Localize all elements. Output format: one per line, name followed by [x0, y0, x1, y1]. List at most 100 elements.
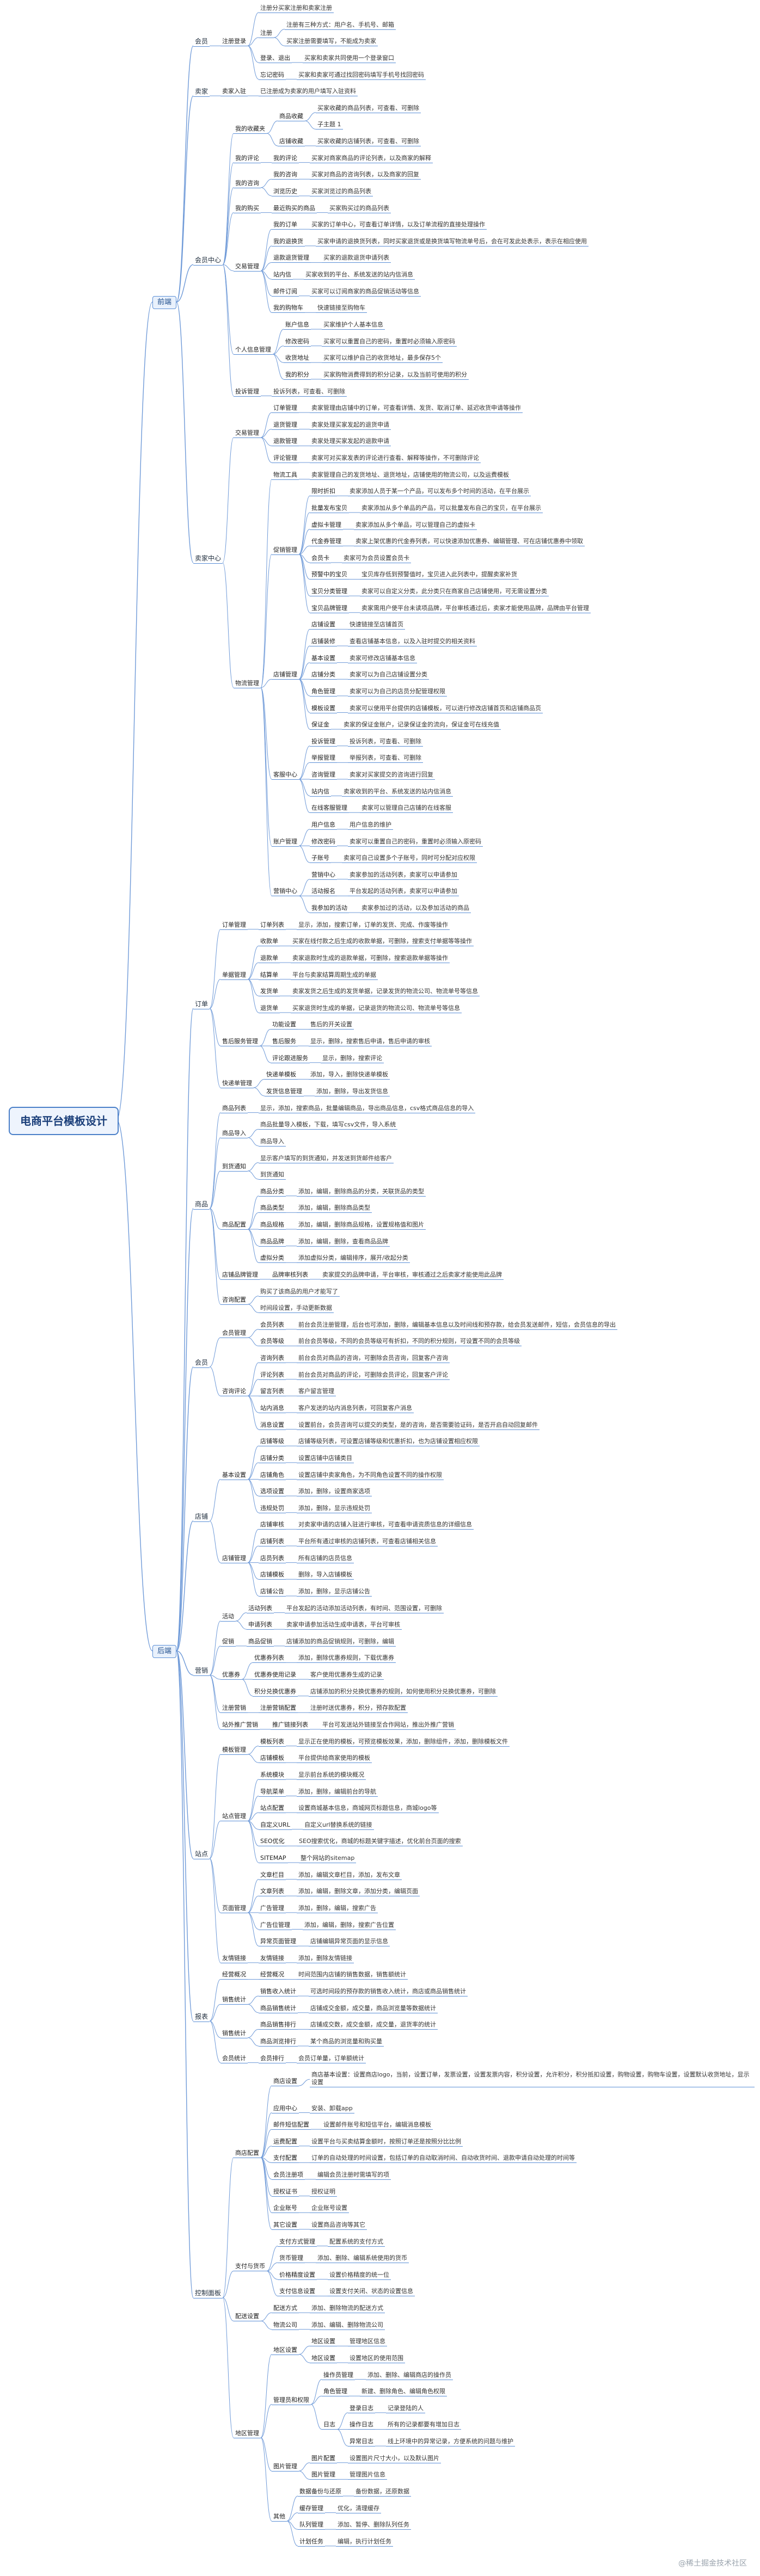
subtopic[interactable]: 物流工具	[272, 471, 299, 480]
leaf-topic[interactable]: 企业账号设置	[310, 2204, 349, 2214]
subtopic[interactable]: 会员	[193, 38, 210, 47]
subtopic[interactable]: 异常日志	[348, 2438, 375, 2447]
subtopic[interactable]: 企业账号	[272, 2204, 299, 2214]
subtopic[interactable]: 店铺设置	[310, 621, 337, 630]
subtopic[interactable]: 发货单	[259, 988, 280, 997]
subtopic[interactable]: 配送方式	[272, 2304, 299, 2314]
subtopic[interactable]: 商品销售统计	[259, 2004, 298, 2013]
subtopic[interactable]: 商品销售排行	[259, 2021, 298, 2030]
leaf-topic[interactable]: 整个网站的sitemap	[299, 1854, 357, 1864]
subtopic[interactable]: 消息设置	[259, 1421, 286, 1430]
subtopic[interactable]: 营销中心	[272, 888, 299, 897]
leaf-topic[interactable]: 店铺成交金额，成交量，商品浏览量等数据统计	[309, 2004, 438, 2013]
leaf-topic[interactable]: 客户留言管理	[297, 1388, 336, 1397]
leaf-topic[interactable]: 卖家上架优惠的代金券列表，可以快速添加优惠券、编辑管理、可在店铺优惠券中领取	[354, 538, 585, 547]
subtopic[interactable]: 优惠券列表	[253, 1654, 286, 1663]
leaf-topic[interactable]: 添加，编辑，删除，查看商品品牌	[297, 1237, 390, 1247]
leaf-topic[interactable]: 设置商城基本信息，商城网页标题信息，商城logo等	[297, 1804, 439, 1814]
subtopic[interactable]: 在线客服管理	[310, 804, 349, 814]
leaf-topic[interactable]: 平台发起的活动列表，卖家可以申请参加	[348, 888, 459, 897]
leaf-topic[interactable]: 添加，编辑，删除文章，添加分类，编辑页面	[297, 1888, 420, 1897]
leaf-topic[interactable]: 添加、删除、编辑系统使用的货币	[316, 2254, 409, 2264]
leaf-topic[interactable]: 买家维护个人基本信息	[322, 321, 385, 330]
subtopic[interactable]: 数据备份与还原	[298, 2488, 343, 2497]
branch-topic[interactable]: 前端	[152, 296, 177, 310]
leaf-topic[interactable]: 添加，编辑文章栏目，添加，发布文章	[297, 1871, 402, 1880]
leaf-topic[interactable]: 卖家可为会员设置会员卡	[342, 554, 411, 563]
subtopic[interactable]: 结算单	[259, 971, 280, 980]
subtopic[interactable]: 到货通知	[220, 1162, 248, 1172]
subtopic[interactable]: 品牌审核列表	[271, 1271, 310, 1280]
leaf-topic[interactable]: 买家收藏的商品列表，可查看、可删除	[316, 104, 421, 113]
leaf-topic[interactable]: 客户使用优惠券生成的记录	[309, 1671, 384, 1680]
subtopic[interactable]: 优惠券使用记录	[253, 1671, 298, 1680]
subtopic[interactable]: 异常页面管理	[259, 1938, 298, 1947]
subtopic[interactable]: 交易管理	[234, 262, 261, 272]
leaf-topic[interactable]: 显示，删除，搜索评论	[321, 1054, 384, 1063]
subtopic[interactable]: 自定义URL	[259, 1821, 292, 1830]
leaf-topic[interactable]: 添加，编辑，删除商品类型	[297, 1204, 372, 1213]
subtopic[interactable]: 店铺	[193, 1513, 210, 1523]
subtopic[interactable]: 店铺角色	[259, 1471, 286, 1480]
subtopic[interactable]: 友情链接	[259, 1954, 286, 1963]
leaf-topic[interactable]: 卖家添加从多个单品，可以管理自己的虚拟卡	[354, 521, 477, 530]
subtopic[interactable]: 最近购买的商品	[272, 204, 317, 213]
subtopic[interactable]: 注册营销配置	[259, 1704, 298, 1714]
subtopic[interactable]: 广告位管理	[259, 1921, 292, 1930]
leaf-topic[interactable]: 前台会员等级，不同的会员等级可有折扣，不同的积分规则，可设置不同的会员等级	[297, 1338, 522, 1347]
subtopic[interactable]: 快递单管理	[220, 1079, 254, 1088]
subtopic[interactable]: 邮件订阅	[272, 287, 299, 297]
subtopic[interactable]: 投诉管理	[310, 737, 337, 747]
subtopic[interactable]: 登录日志	[348, 2404, 375, 2413]
subtopic[interactable]: 基本设置	[310, 654, 337, 663]
subtopic[interactable]: 模板设置	[310, 704, 337, 713]
leaf-topic[interactable]: 添加，删除，显示违规处罚	[297, 1504, 372, 1513]
subtopic[interactable]: 申请列表	[247, 1621, 274, 1630]
subtopic[interactable]: 登录、退出	[259, 54, 292, 63]
subtopic[interactable]: 站内消息	[259, 1404, 286, 1413]
subtopic[interactable]: 会员卡	[310, 554, 331, 563]
subtopic[interactable]: 店铺分类	[310, 671, 337, 680]
subtopic[interactable]: 售后服务管理	[220, 1038, 260, 1047]
leaf-topic[interactable]: 设置地区的使用范围	[348, 2354, 405, 2363]
subtopic[interactable]: 卖家入驻	[220, 88, 248, 97]
subtopic[interactable]: 支付配置	[272, 2154, 299, 2164]
subtopic[interactable]: 模板管理	[220, 1746, 248, 1755]
subtopic[interactable]: 发货信息管理	[265, 1088, 304, 1096]
subtopic[interactable]: 控制面板	[193, 2289, 223, 2299]
subtopic[interactable]: 店铺收藏	[278, 138, 305, 147]
leaf-topic[interactable]: 添加，删除，设置商家选项	[297, 1488, 372, 1497]
subtopic[interactable]: 违规处罚	[259, 1504, 286, 1513]
subtopic[interactable]: 我的评论	[234, 154, 261, 163]
subtopic[interactable]: 收款单	[259, 938, 280, 947]
leaf-topic[interactable]: 到货通知	[259, 1171, 286, 1180]
subtopic[interactable]: 货币管理	[278, 2254, 305, 2264]
subtopic[interactable]: 促销	[220, 1637, 236, 1647]
subtopic[interactable]: 批量发布宝贝	[310, 504, 349, 513]
leaf-topic[interactable]: 卖家管理由店铺中的订单，可查看详情、发货、取消订单、延迟收货申请等操作	[310, 404, 523, 414]
subtopic[interactable]: 快递单模板	[265, 1071, 298, 1080]
leaf-topic[interactable]: 客户发送的站内消息列表，可回复客户消息	[297, 1404, 414, 1413]
leaf-topic[interactable]: 前台会员对商品的评论，可删除会员评论，回复客户评论	[297, 1371, 450, 1380]
leaf-topic[interactable]: 添加、暂停、删除队列任务	[336, 2521, 411, 2530]
leaf-topic[interactable]: 自定义url替换系统的链接	[303, 1821, 374, 1830]
root-topic[interactable]: 电商平台模板设计	[9, 1107, 119, 1135]
subtopic[interactable]: 订单管理	[272, 404, 299, 414]
leaf-topic[interactable]: 买家购买过的商品列表	[328, 204, 391, 213]
subtopic[interactable]: 咨询管理	[310, 771, 337, 780]
subtopic[interactable]: 商品列表	[220, 1104, 248, 1113]
leaf-topic[interactable]: 买家购物消费得到的积分记录，以及当前可使用的积分	[322, 371, 469, 380]
leaf-topic[interactable]: 买家收藏的店铺列表，可查看、可删除	[316, 138, 421, 147]
subtopic[interactable]: 邮件短信配置	[272, 2121, 311, 2130]
subtopic[interactable]: 友情链接	[220, 1954, 248, 1963]
subtopic[interactable]: 举报管理	[310, 754, 337, 763]
subtopic[interactable]: 选项设置	[259, 1488, 286, 1497]
subtopic[interactable]: 店铺装修	[310, 637, 337, 646]
subtopic[interactable]: 订单管理	[220, 921, 248, 930]
subtopic[interactable]: 操作日志	[348, 2421, 375, 2430]
leaf-topic[interactable]: 设置前台，会员咨询可以提交的类型，是的咨询，是否需要验证码，是否开启自动回复邮件	[297, 1421, 540, 1430]
subtopic[interactable]: 子账号	[310, 854, 331, 864]
leaf-topic[interactable]: 商店基本设置：设置商店logo，当前，设置订单，发票设置，设置发票内容，积分设置…	[310, 2071, 755, 2088]
subtopic[interactable]: 虚拟卡管理	[310, 521, 343, 530]
leaf-topic[interactable]: 编辑，执行计划任务	[336, 2537, 393, 2547]
